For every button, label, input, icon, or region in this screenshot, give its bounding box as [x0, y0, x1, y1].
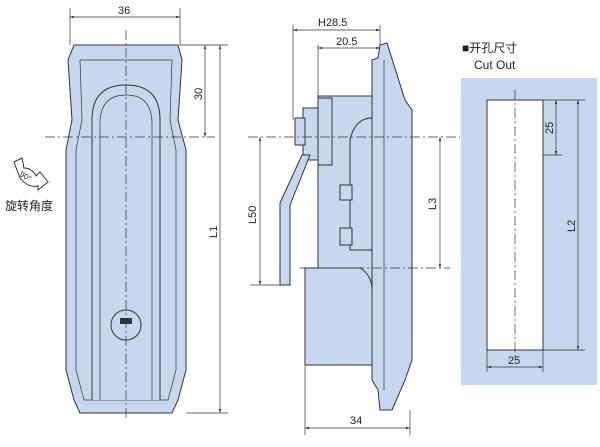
cutout-length-dimension: L2 [566, 220, 578, 232]
top-dimension: 30 [193, 88, 205, 100]
cutout-width-dimension: 25 [508, 355, 520, 367]
rotation-angle: 90° [18, 170, 33, 184]
rotation-arrow-icon [13, 157, 49, 192]
cutout-view: ■开孔尺寸 Cut Out 25 L2 25 [461, 41, 597, 385]
front-view: 36 30 L1 90° 旋转角度 [5, 5, 228, 420]
rotation-label: 旋转角度 [5, 198, 53, 213]
cutout-subtitle: Cut Out [474, 58, 516, 72]
height-dimension: H28.5 [318, 17, 347, 29]
length-dimension: L1 [208, 226, 220, 238]
depth-dimension: 20.5 [336, 36, 357, 48]
width-dimension: 36 [118, 5, 130, 17]
cutout-title: ■开孔尺寸 [462, 41, 517, 55]
side-view: H28.5 20.5 L50 L3 34 [247, 17, 460, 435]
handle-dimension: L50 [247, 206, 259, 224]
cutout-top-dimension: 25 [544, 122, 556, 134]
cam-dimension: L3 [427, 198, 439, 210]
base-dimension: 34 [350, 415, 362, 427]
